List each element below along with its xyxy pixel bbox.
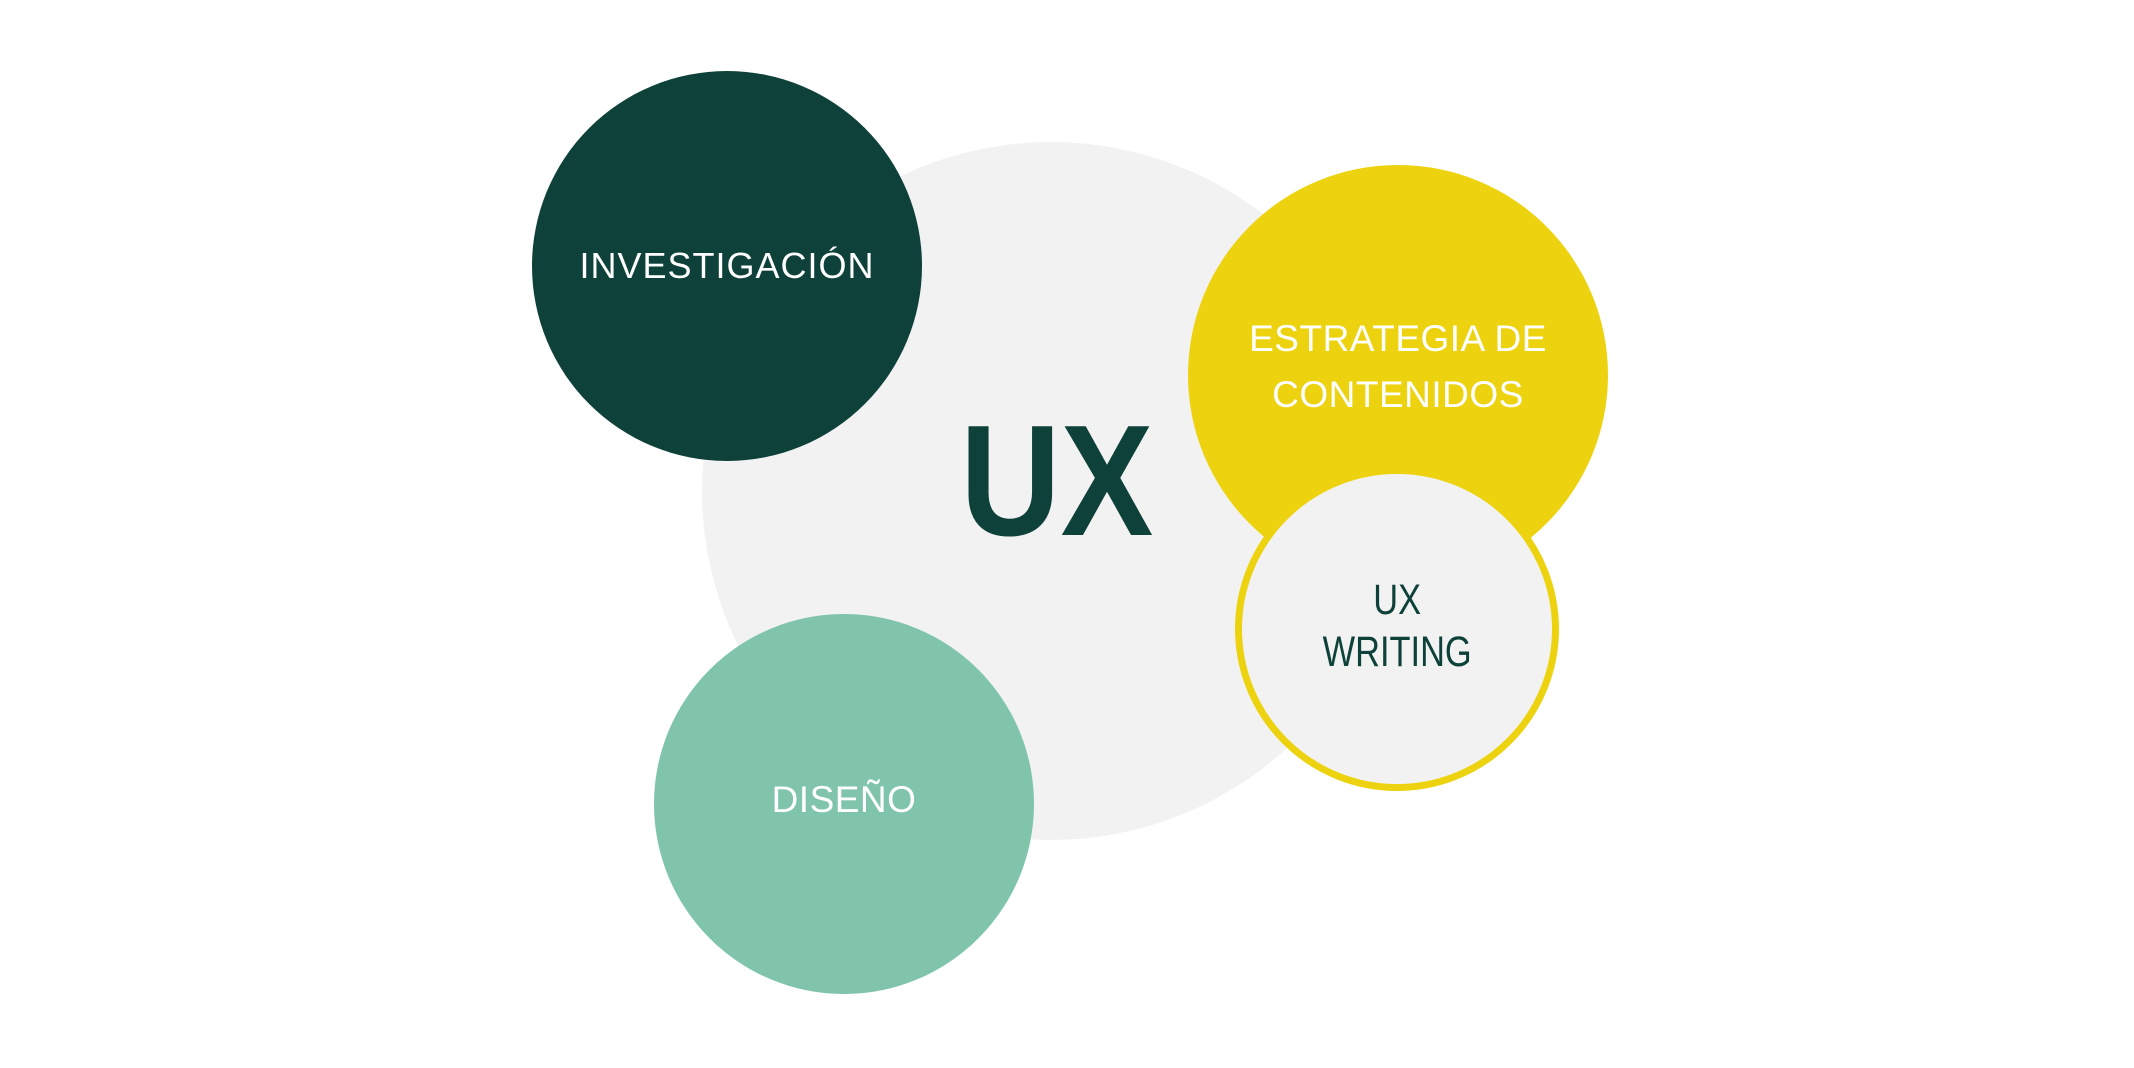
label-diseno: DISEÑO: [771, 779, 917, 820]
label-ux-writing: UX WRITING: [1322, 576, 1472, 676]
hub-label-ux: UX: [960, 392, 1154, 569]
circle-investigacion: INVESTIGACIÓN: [532, 71, 922, 461]
label-investigacion: INVESTIGACIÓN: [579, 245, 875, 286]
circle-ux-writing: UX WRITING: [1235, 467, 1559, 791]
label-estrategia-de-contenidos: ESTRATEGIA DE CONTENIDOS: [1249, 318, 1547, 415]
circle-diseno: DISEÑO: [654, 614, 1034, 994]
